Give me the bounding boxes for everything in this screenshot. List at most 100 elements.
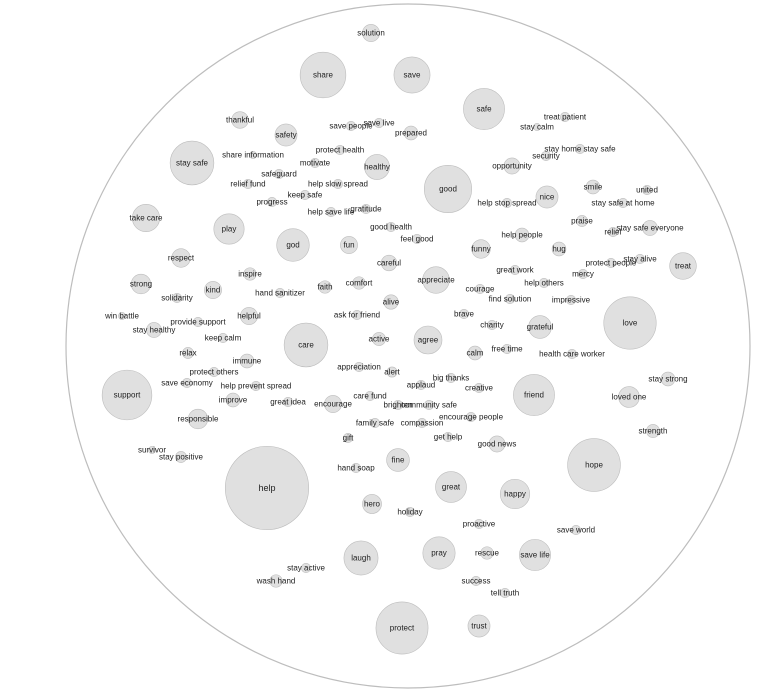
bubble-faith	[318, 280, 332, 294]
bubble-fine	[386, 448, 410, 472]
bubble-label-solidarity: solidarity	[161, 294, 193, 303]
bubble-healthy	[364, 154, 390, 180]
bubble-label-comfort: comfort	[346, 279, 373, 288]
bubble-label-happy: happy	[504, 490, 526, 499]
bubble-label-survivor: survivor	[138, 446, 166, 455]
bubble-label-help-people: help people	[501, 231, 543, 240]
bubble-label-help-slow-spread: help slow spread	[308, 180, 368, 189]
bubble-feel-good	[412, 234, 422, 244]
bubble-responsible	[187, 408, 209, 430]
bubble-label-trust: trust	[471, 622, 487, 631]
bubble-agree	[413, 325, 443, 355]
bubble-community-safe	[424, 400, 434, 410]
bubble-label-stay-safe: stay safe	[176, 159, 209, 168]
bubble-label-family-safe: family safe	[356, 419, 395, 428]
bubble-label-agree: agree	[418, 336, 439, 345]
bubble-label-friend: friend	[524, 391, 544, 400]
bubble-play	[213, 213, 245, 245]
bubble-survivor	[148, 446, 156, 454]
bubble-find-solution	[505, 294, 515, 304]
bubble-label-community-safe: community safe	[401, 401, 458, 410]
bubble-help-prevent-spread	[251, 381, 261, 391]
bubble-free-time	[502, 344, 512, 354]
bubble-label-holiday: holiday	[397, 508, 422, 517]
bubble-relief	[608, 227, 618, 237]
bubble-save-people	[346, 121, 356, 131]
bubble-hug	[551, 241, 567, 257]
bubble-brave	[459, 309, 469, 319]
bubble-good-health	[386, 222, 396, 232]
bubble-label-smile: smile	[584, 183, 603, 192]
bubble-win-battle	[118, 312, 126, 320]
bubble-label-good-news: good news	[478, 440, 517, 449]
bubble-label-security: security	[532, 152, 560, 161]
bubble-save-economy	[182, 378, 192, 388]
bubble-comfort	[352, 276, 366, 290]
bubble-label-stay-active: stay active	[287, 564, 325, 573]
bubble-label-solution: solution	[357, 29, 385, 38]
bubble-label-save-life: save life	[520, 551, 550, 560]
bubble-label-save-live: save live	[363, 119, 395, 128]
bubble-label-save-economy: save economy	[161, 379, 213, 388]
bubble-compassion	[417, 418, 427, 428]
bubble-take-care	[132, 204, 160, 232]
bubble-label-hope: hope	[585, 461, 603, 470]
bubble-label-get-help: get help	[434, 433, 463, 442]
bubble-label-praise: praise	[571, 217, 593, 226]
bubble-protect-health	[335, 145, 345, 155]
bubble-label-courage: courage	[466, 285, 495, 294]
bubble-strength	[646, 424, 660, 438]
bubble-label-laugh: laugh	[351, 554, 371, 563]
outer-boundary-circle	[65, 3, 751, 689]
bubble-label-strong: strong	[130, 280, 152, 289]
bubble-stay-calm	[533, 123, 541, 131]
bubble-label-protect: protect	[390, 624, 415, 633]
bubble-label-fun: fun	[343, 241, 354, 250]
bubble-creative	[474, 383, 484, 393]
bubble-respect	[171, 248, 191, 268]
bubble-appreciate	[422, 266, 450, 294]
bubble-label-feel-good: feel good	[401, 235, 434, 244]
bubble-keep-calm	[218, 333, 228, 343]
bubble-label-appreciation: appreciation	[337, 363, 381, 372]
bubble-active	[372, 332, 386, 346]
bubble-safe	[463, 88, 505, 130]
bubble-wash-hand	[269, 574, 283, 588]
bubble-label-applaud: applaud	[407, 381, 435, 390]
bubble-label-wash-hand: wash hand	[256, 577, 296, 586]
bubble-label-stay-home-stay-safe: stay home stay safe	[544, 145, 616, 154]
bubble-tell-truth	[500, 588, 510, 598]
bubble-share-information	[249, 151, 257, 159]
bubble-label-proactive: proactive	[463, 520, 496, 529]
bubble-label-protect-people: protect people	[586, 259, 637, 268]
bubble-label-stay-alive: stay alive	[623, 255, 657, 264]
bubble-label-protect-health: protect health	[316, 146, 364, 155]
bubble-label-win-battle: win battle	[104, 312, 139, 321]
bubble-label-stay-safe-everyone: stay safe everyone	[616, 224, 684, 233]
bubble-kind	[204, 281, 222, 299]
bubble-label-care: care	[298, 341, 314, 350]
bubble-label-prepared: prepared	[395, 129, 427, 138]
bubble-label-treat-patient: treat patient	[544, 113, 587, 122]
bubble-hand-soap	[351, 463, 361, 473]
bubble-get-help	[443, 432, 453, 442]
bubble-label-inspire: inspire	[238, 270, 262, 279]
bubble-label-share: share	[313, 71, 334, 80]
bubble-save-live	[374, 118, 384, 128]
bubble-label-active: active	[369, 335, 390, 344]
bubble-rescue	[480, 546, 494, 560]
bubble-label-protect-others: protect others	[190, 368, 239, 377]
bubble-protect	[375, 601, 429, 655]
bubble-label-motivate: motivate	[300, 159, 331, 168]
bubble-label-health-care-worker: health care worker	[539, 350, 605, 359]
bubble-fun	[340, 236, 358, 254]
bubble-label-strength: strength	[639, 427, 668, 436]
bubble-trust	[467, 614, 491, 638]
bubble-label-immune: immune	[233, 357, 262, 366]
bubble-label-brave: brave	[454, 310, 475, 319]
bubble-help-save-life	[326, 207, 336, 217]
bubble-label-great-idea: great idea	[270, 398, 306, 407]
bubble-label-compassion: compassion	[401, 419, 444, 428]
